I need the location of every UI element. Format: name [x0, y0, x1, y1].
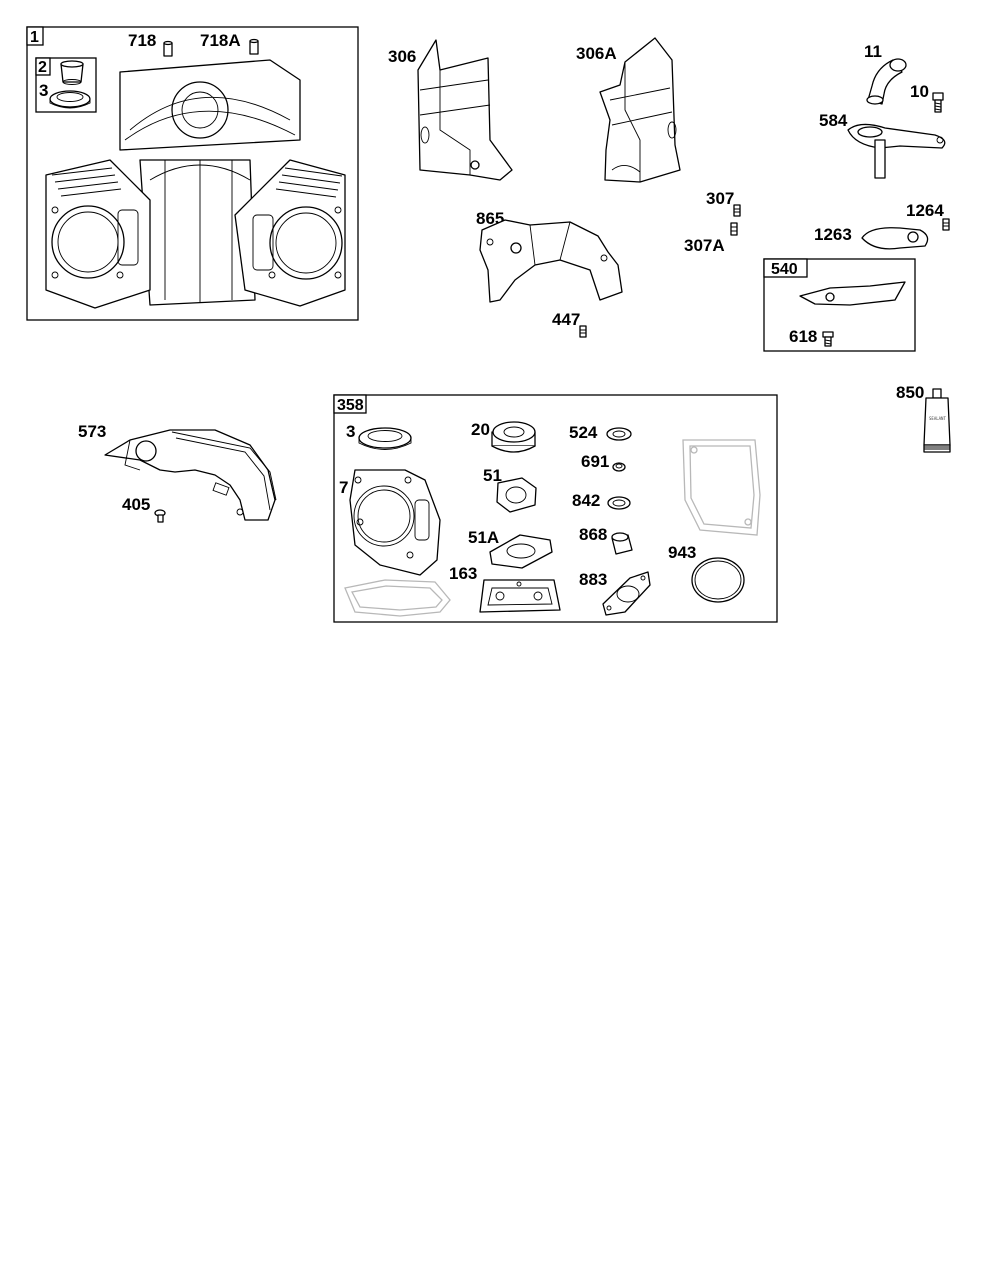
cylinder-sleeve [60, 60, 84, 85]
label-3-top: 3 [39, 81, 48, 100]
label-3-kit: 3 [346, 422, 355, 441]
sealant-tube-850: SEALANT [923, 388, 951, 453]
label-842: 842 [572, 491, 600, 510]
sealant-tube-text: SEALANT [929, 416, 946, 421]
o-ring-943 [691, 557, 745, 603]
intake-gasket-ghost [344, 579, 451, 617]
label-7: 7 [339, 478, 348, 497]
screw-618 [822, 331, 834, 347]
label-573: 573 [78, 422, 106, 441]
cylinder-head-gasket-7 [349, 469, 441, 576]
bracket-584 [847, 123, 946, 179]
label-718A: 718A [200, 31, 241, 50]
oil-seal-top [49, 90, 91, 109]
washer-842 [607, 496, 631, 510]
engine-block-illustration [45, 59, 346, 309]
baffle-865 [479, 219, 623, 303]
label-447: 447 [552, 310, 580, 329]
plug-868 [611, 532, 633, 555]
engine-block-tag-number: 1 [30, 29, 39, 46]
baffle-kit-tag-number: 540 [771, 261, 798, 278]
label-618: 618 [789, 327, 817, 346]
valve-cover-gasket-ghost [682, 439, 761, 536]
label-306: 306 [388, 47, 416, 66]
label-883: 883 [579, 570, 607, 589]
sleeve-kit-box [35, 57, 97, 113]
label-1264: 1264 [906, 201, 944, 220]
dowel-pin-718A [249, 38, 259, 55]
label-11: 11 [864, 42, 882, 61]
cylinder-shroud-306A [599, 37, 681, 183]
label-943: 943 [668, 543, 696, 562]
label-584: 584 [819, 111, 848, 130]
gasket-set-tag [333, 394, 367, 414]
label-163: 163 [449, 564, 477, 583]
label-10: 10 [910, 82, 929, 101]
screw-307 [733, 204, 741, 217]
gasket-163 [479, 579, 561, 613]
label-850: 850 [896, 383, 924, 402]
oil-seal-kit [358, 427, 412, 450]
oil-fill-tube-elbow [866, 58, 907, 105]
washer-524 [606, 427, 632, 441]
screw-447 [579, 325, 587, 338]
blower-housing-573 [104, 429, 277, 521]
dowel-pin-718 [163, 40, 173, 57]
label-51A: 51A [468, 528, 499, 547]
bearing-20 [491, 421, 536, 453]
gasket-883 [602, 571, 651, 616]
sleeve-kit-tag-number: 2 [38, 59, 47, 76]
engine-block-tag [26, 26, 44, 46]
sleeve-kit-tag [35, 57, 51, 76]
gasket-51A [489, 534, 553, 569]
engine-block-box [26, 26, 359, 321]
screw-307A [730, 222, 738, 236]
baffle-kit-tag [763, 258, 808, 278]
label-405: 405 [122, 495, 150, 514]
gasket-set-tag-number: 358 [337, 397, 364, 414]
gasket-51 [496, 477, 537, 513]
label-307A: 307A [684, 236, 725, 255]
screw-405 [154, 509, 166, 523]
cylinder-shroud-306 [417, 39, 513, 181]
baffle-plate-540 [799, 281, 906, 306]
label-307: 307 [706, 189, 734, 208]
label-51: 51 [483, 466, 502, 485]
gasket-set-box [333, 394, 778, 623]
label-20: 20 [471, 420, 490, 439]
screw-10 [932, 92, 944, 113]
label-691: 691 [581, 452, 609, 471]
label-1263: 1263 [814, 225, 852, 244]
seal-691 [612, 462, 626, 472]
screw-1264 [942, 218, 950, 231]
label-868: 868 [579, 525, 607, 544]
baffle-kit-box [763, 258, 916, 352]
plate-1263 [861, 227, 929, 250]
label-306A: 306A [576, 44, 617, 63]
label-524: 524 [569, 423, 598, 442]
label-718: 718 [128, 31, 156, 50]
